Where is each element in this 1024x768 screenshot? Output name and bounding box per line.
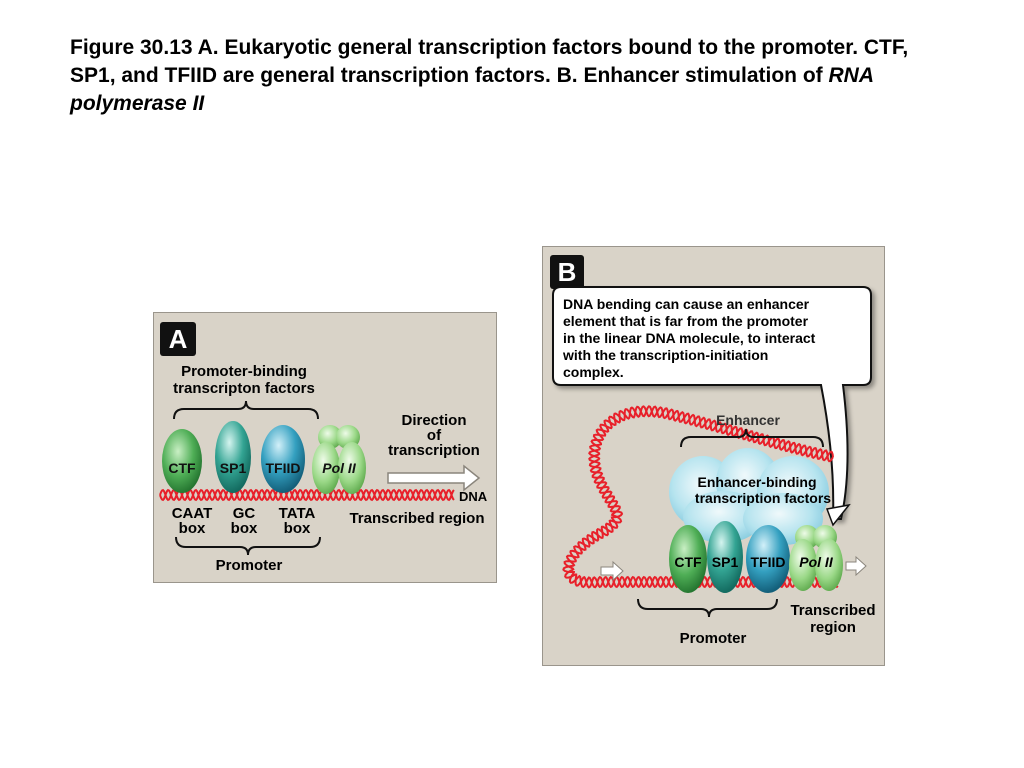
enhancer-binding-factors: [669, 448, 829, 545]
callout-line-2: element that is far from the promoter: [563, 313, 809, 329]
transcribed-region-label: Transcribed region: [349, 510, 484, 527]
direction-text-3: transcription: [388, 442, 480, 459]
pol2-factor: [312, 425, 366, 494]
callout-line-4: with the transcription-initiation: [562, 347, 768, 363]
factors-brace: [173, 400, 319, 420]
enhancer-label: Enhancer: [716, 412, 780, 428]
panel-b-badge: B: [550, 255, 584, 289]
figure-caption: Figure 30.13 A. Eukaryotic general trans…: [70, 34, 950, 118]
callout-line-3: in the linear DNA molecule, to interact: [563, 330, 816, 346]
right-small-arrow: [845, 555, 867, 577]
sp1-factor: [215, 421, 251, 493]
pol2-label-b: Pol II: [799, 554, 834, 570]
direction-arrow: [387, 464, 481, 492]
ebf-label-2: transcription factors: [695, 490, 831, 506]
tfiid-label-b: TFIID: [751, 554, 786, 570]
tata-box-label: box: [284, 520, 311, 537]
promoter-label: Promoter: [216, 557, 283, 574]
promoter-brace: [175, 536, 321, 556]
ctf-factor: [162, 429, 202, 493]
direction-text-1: Direction: [401, 412, 466, 429]
ctf-label: CTF: [168, 460, 196, 476]
panel-a: A Promoter-binding transcripton factors …: [153, 312, 497, 583]
sp1-factor-b: [707, 521, 743, 593]
tfiid-factor-b: [746, 525, 790, 593]
panel-b-diagram: DNA bending can cause an enhancer elemen…: [552, 286, 876, 647]
transcribed-label-b-1: Transcribed: [790, 602, 875, 619]
gc-label: GC: [233, 505, 256, 522]
callout-box: [552, 286, 872, 520]
callout-line-5: complex.: [563, 364, 624, 380]
promoter-label-b: Promoter: [680, 630, 747, 647]
caption-italic: RNA polymerase II: [70, 64, 874, 115]
factors-label-2: transcripton factors: [173, 380, 315, 397]
sp1-label: SP1: [220, 460, 247, 476]
caat-label: CAAT: [172, 505, 213, 522]
caat-box-label: box: [179, 520, 206, 537]
panel-b: B DNA bending can cause an enhancer elem…: [542, 246, 885, 666]
tata-label: TATA: [279, 505, 316, 522]
panel-a-badge: A: [160, 322, 196, 356]
dna-label: DNA: [459, 489, 488, 504]
ctf-factor-b: [669, 525, 707, 593]
tfiid-factor: [261, 425, 305, 493]
ebf-label-1: Enhancer-binding: [698, 474, 817, 490]
callout-line-1: DNA bending can cause an enhancer: [563, 296, 810, 312]
caption-text: Figure 30.13 A. Eukaryotic general trans…: [70, 36, 909, 87]
dna-helix: [159, 488, 455, 502]
direction-text-2: of: [427, 427, 442, 444]
enhancer-brace: [680, 428, 824, 448]
left-small-arrow: [600, 560, 624, 582]
tfiid-label: TFIID: [266, 460, 301, 476]
sp1-label-b: SP1: [712, 554, 739, 570]
transcribed-label-b-2: region: [810, 619, 856, 636]
promoter-brace-b: [637, 598, 778, 618]
panel-a-diagram: Promoter-binding transcripton factors Di…: [159, 363, 488, 574]
gc-box-label: box: [231, 520, 258, 537]
callout-arrow-head: [825, 503, 851, 527]
pol2-label: Pol II: [322, 460, 357, 476]
ctf-label-b: CTF: [674, 554, 702, 570]
pol2-factor-b: [789, 525, 843, 591]
factors-label-1: Promoter-binding: [181, 363, 307, 380]
